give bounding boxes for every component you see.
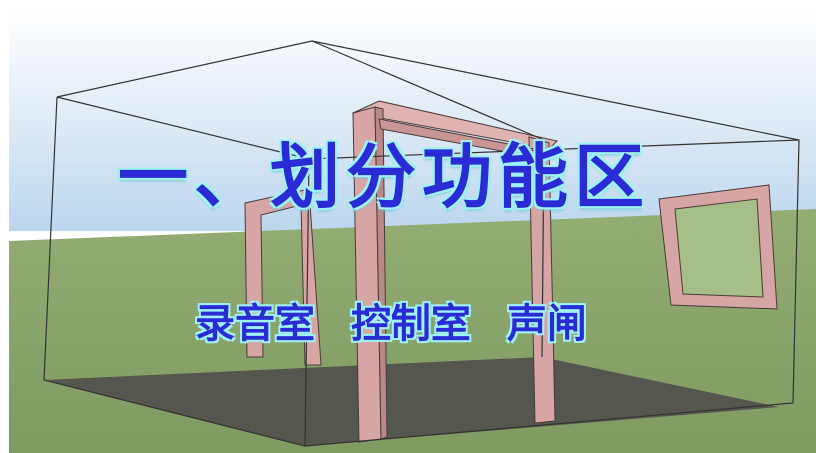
window-frame bbox=[658, 184, 778, 310]
zone-label-sound-lock: 声闸 bbox=[506, 301, 587, 347]
zone-list: 录音室 控制室 声闸 bbox=[195, 294, 675, 354]
zone-label-recording-room: 录音室 bbox=[195, 301, 315, 347]
sketchup-room-scene bbox=[9, 9, 816, 453]
left-door-frame bbox=[244, 188, 322, 366]
front-door-frame bbox=[351, 100, 558, 443]
zone-label-control-room: 控制室 bbox=[350, 301, 471, 347]
room-floor bbox=[44, 357, 779, 446]
slide-title: 一、划分功能区 bbox=[118, 136, 650, 218]
room-wireframe bbox=[43, 40, 800, 447]
